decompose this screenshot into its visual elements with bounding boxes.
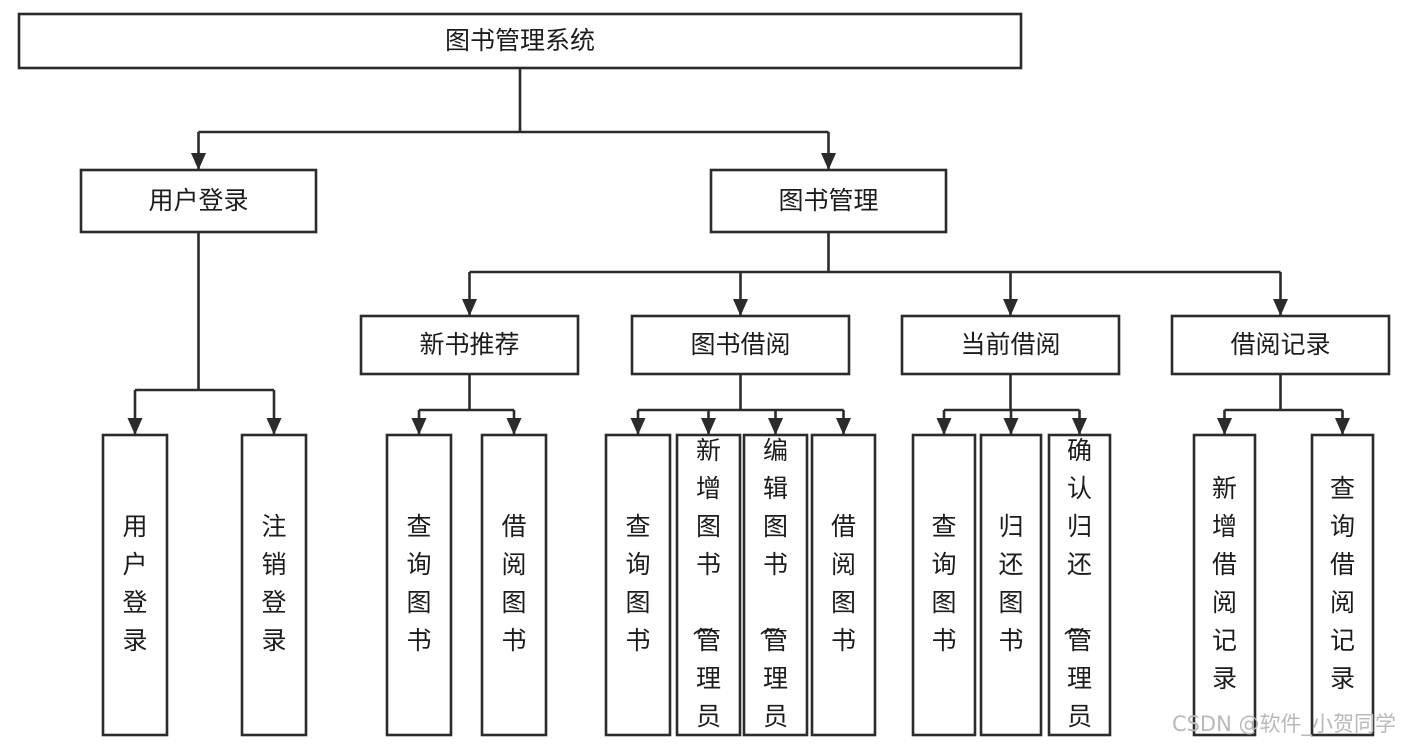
arrow-head-icon [733,299,748,316]
arrow-head-icon [506,418,522,435]
arrow-head-icon [821,153,836,170]
level3-node-book-borrow-box[interactable] [630,314,851,376]
arrow-head-icon [127,418,143,435]
leaf-node-leaf-borrow-book-2-label: 借阅图书 [831,512,856,655]
leaf-node-leaf-logout-label: 注销登录 [261,512,286,655]
level3-node-new-book-rec-label: 新书推荐 [419,330,519,359]
level3-node-borrow-record-label: 借阅记录 [1230,330,1330,359]
leaf-node-leaf-query-book-3-label: 查询图书 [931,512,956,655]
csdn-watermark: CSDN @软件_小贺同学 [1172,712,1396,737]
leaf-node-leaf-confirm-return-box[interactable] [1047,433,1112,737]
leaf-node-leaf-confirm-return-label: 确认归还（管理员） [1061,436,1092,747]
leaf-node-leaf-query-book-2-box[interactable] [604,433,672,737]
connectors-layer [127,68,1350,435]
leaf-node-leaf-add-record-box[interactable] [1192,433,1257,737]
nodes-layer: 图书管理系统用户登录图书管理新书推荐图书借阅当前借阅借阅记录用户登录注销登录查询… [17,12,1391,747]
level2-node-book-manage-box[interactable] [709,168,948,234]
leaf-node-leaf-query-record-label: 查询借阅记录 [1330,474,1355,693]
leaf-node-leaf-borrow-book-2-box[interactable] [810,433,877,737]
arrow-head-icon [191,153,206,170]
arrow-head-icon [411,418,427,435]
level3-node-current-borrow-label: 当前借阅 [960,330,1060,359]
arrow-head-icon [936,418,952,435]
leaf-node-leaf-query-book-2-label: 查询图书 [625,512,650,655]
level3-node-borrow-record-box[interactable] [1170,314,1391,376]
arrow-head-icon [1335,418,1350,435]
leaf-node-leaf-return-book-box[interactable] [979,433,1043,737]
leaf-node-leaf-add-book-label: 新增图书（管理员） [690,436,721,747]
arrow-head-icon [462,299,477,316]
level2-node-book-manage-label: 图书管理 [778,186,878,215]
arrow-head-icon [701,418,716,435]
leaf-node-leaf-user-login-box[interactable] [101,433,169,737]
arrow-head-icon [1003,418,1019,435]
level3-node-new-book-rec-box[interactable] [359,314,580,376]
level3-node-current-borrow-box[interactable] [900,314,1121,376]
leaf-node-leaf-query-record-box[interactable] [1310,433,1375,737]
arrow-head-icon [1273,299,1288,316]
leaf-node-leaf-query-book-1-label: 查询图书 [406,512,431,655]
leaf-node-leaf-add-book-box[interactable] [675,433,742,737]
root-node-box[interactable] [17,12,1023,70]
leaf-node-leaf-query-book-3-box[interactable] [911,433,977,737]
level3-node-book-borrow-label: 图书借阅 [690,330,790,359]
arrow-head-icon [630,418,646,435]
arrow-head-icon [836,418,851,435]
arrow-head-icon [1217,418,1232,435]
level2-node-user-login-box[interactable] [79,168,318,234]
arrow-head-icon [1003,299,1018,316]
leaf-node-leaf-edit-book-label: 编辑图书（管理员） [757,436,788,747]
arrow-head-icon [266,418,282,435]
leaf-node-leaf-return-book-label: 归还图书 [998,512,1023,655]
leaf-node-leaf-borrow-book-1-label: 借阅图书 [501,512,526,655]
leaf-node-leaf-borrow-book-1-box[interactable] [480,433,548,737]
level2-node-user-login-label: 用户登录 [148,186,248,215]
leaf-node-leaf-edit-book-box[interactable] [742,433,809,737]
leaf-node-leaf-add-record-label: 新增借阅记录 [1212,474,1237,693]
root-node-label: 图书管理系统 [445,26,595,55]
arrow-head-icon [1072,418,1087,435]
leaf-node-leaf-query-book-1-box[interactable] [385,433,453,737]
arrow-head-icon [768,418,783,435]
leaf-node-leaf-logout-box[interactable] [240,433,308,737]
leaf-node-leaf-user-login-label: 用户登录 [122,512,147,655]
